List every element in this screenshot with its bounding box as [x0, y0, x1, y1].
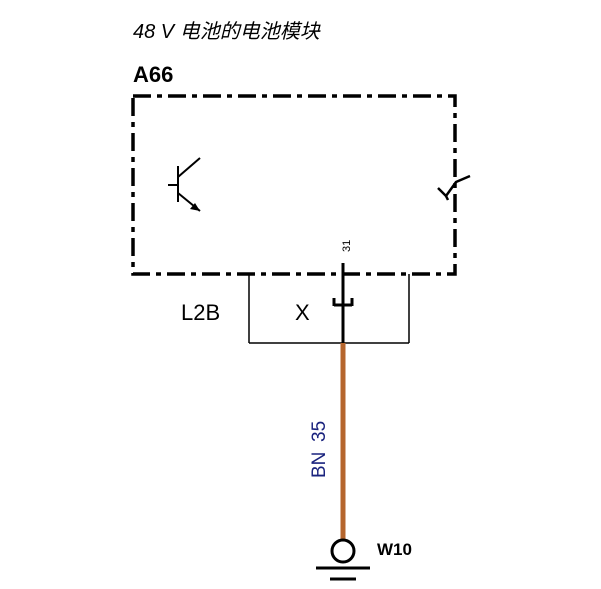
pin-terminal-icon — [332, 263, 354, 343]
connector-name: L2B — [181, 300, 220, 325]
pin-number: 31 — [341, 240, 353, 252]
module-boundary — [131, 94, 457, 276]
wire-color-code: BN — [309, 452, 330, 478]
ground-icon — [316, 538, 370, 581]
module-id: A66 — [133, 62, 173, 87]
transistor-icon — [168, 157, 201, 212]
diagram-title: 48 V 电池的电池模块 — [133, 21, 321, 43]
fuse-link-icon — [437, 174, 471, 201]
wire-size: 35 — [309, 421, 330, 442]
pin-marker: X — [295, 300, 310, 325]
connector-housing — [248, 274, 410, 344]
ground-id: W10 — [377, 540, 412, 559]
